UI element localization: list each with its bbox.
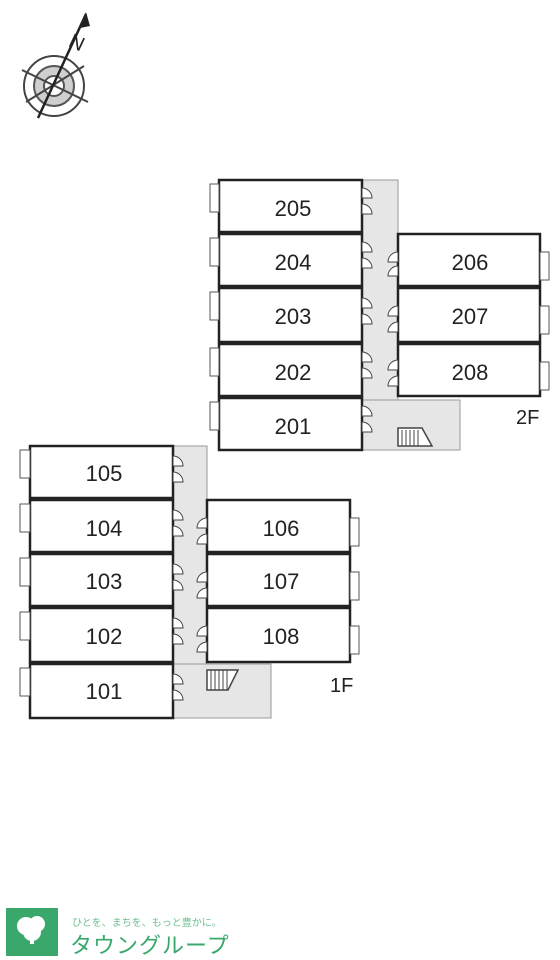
unit-106: 106 (196, 498, 360, 554)
unit-label: 201 (275, 414, 312, 439)
unit-label: 207 (452, 304, 489, 329)
unit-label: 107 (263, 569, 300, 594)
unit-207: 207 (387, 286, 550, 344)
company-logo: TOWN GROUP ひとを、まちを、もっと豊かに。 タウングループ (6, 908, 306, 959)
unit-205: 205 (209, 178, 373, 234)
unit-label: 205 (275, 196, 312, 221)
unit-204: 204 (209, 232, 373, 288)
unit-107: 107 (196, 552, 360, 608)
unit-label: 106 (263, 516, 300, 541)
logo-small-text: TOWN GROUP (12, 948, 55, 955)
unit-103: 103 (19, 552, 184, 608)
unit-102: 102 (19, 606, 184, 664)
unit-label: 102 (86, 624, 123, 649)
floor-label-2f: 2F (516, 407, 539, 429)
unit-label: 108 (263, 624, 300, 649)
logo-tagline: ひとを、まちを、もっと豊かに。 (72, 918, 222, 929)
unit-201: 201 (209, 396, 373, 452)
unit-label: 101 (86, 679, 123, 704)
unit-108: 108 (196, 606, 360, 664)
unit-105: 105 (19, 444, 184, 500)
floor-2f: 205 204 203 202 201 (209, 178, 550, 452)
unit-label: 203 (275, 304, 312, 329)
stairs-icon (397, 427, 434, 447)
unit-label: 103 (86, 569, 123, 594)
compass-icon: N (21, 12, 90, 119)
floor-1f: 105 104 103 102 101 (19, 444, 360, 720)
unit-label: 208 (452, 360, 489, 385)
unit-label: 104 (86, 516, 123, 541)
logo-name: タウングループ (70, 934, 230, 959)
unit-206: 206 (387, 232, 550, 288)
unit-label: 202 (275, 360, 312, 385)
stairs-icon (206, 669, 240, 691)
unit-202: 202 (209, 342, 373, 398)
unit-label: 206 (452, 250, 489, 275)
unit-203: 203 (209, 286, 373, 344)
unit-label: 105 (86, 461, 123, 486)
unit-104: 104 (19, 498, 184, 554)
floor-label-1f: 1F (330, 675, 353, 697)
unit-208: 208 (387, 342, 550, 398)
unit-label: 204 (275, 250, 312, 275)
unit-101: 101 (19, 662, 184, 720)
tree-logo-icon (6, 908, 58, 956)
